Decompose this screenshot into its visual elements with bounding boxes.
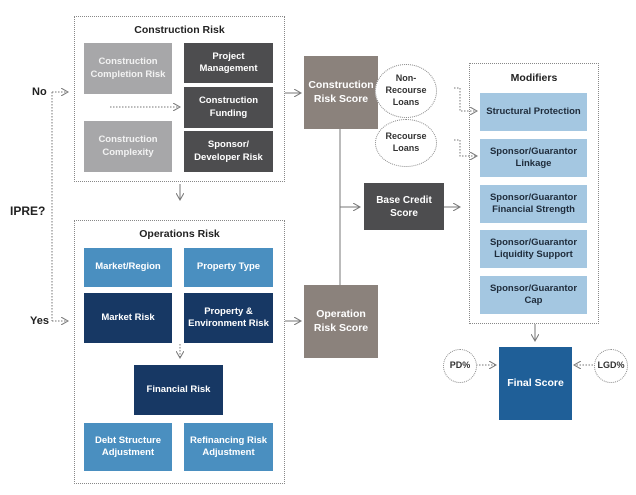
debt-structure-adjustment: Debt Structure Adjustment [84, 423, 172, 471]
market-region: Market/Region [84, 248, 172, 287]
construction-risk-title: Construction Risk [134, 24, 225, 36]
sponsor-developer-risk: Sponsor/ Developer Risk [184, 131, 273, 172]
operation-risk-score: Operation Risk Score [304, 285, 378, 358]
construction-risk-group: Construction Risk [74, 16, 285, 182]
pd-input: PD% [443, 349, 477, 383]
modifier-guarantor-financial-strength: Sponsor/Guarantor Financial Strength [480, 185, 587, 223]
base-credit-score: Base Credit Score [364, 183, 444, 230]
market-risk: Market Risk [84, 293, 172, 343]
operations-risk-group: Operations Risk [74, 220, 285, 484]
lgd-input: LGD% [594, 349, 628, 383]
financial-risk: Financial Risk [134, 365, 223, 415]
ipre-question: IPRE? [10, 204, 46, 218]
modifier-guarantor-cap: Sponsor/Guarantor Cap [480, 276, 587, 314]
property-type: Property Type [184, 248, 273, 287]
construction-funding: Construction Funding [184, 87, 273, 128]
final-score: Final Score [499, 347, 572, 420]
modifier-guarantor-linkage: Sponsor/Guarantor Linkage [480, 139, 587, 177]
modifier-structural-protection: Structural Protection [480, 93, 587, 131]
construction-complexity: Construction Complexity [84, 121, 172, 172]
operations-risk-title: Operations Risk [139, 228, 220, 240]
recourse-loans: Recourse Loans [375, 119, 437, 167]
no-label: No [32, 86, 47, 98]
modifiers-group: Modifiers [469, 63, 599, 324]
project-management: Project Management [184, 43, 273, 83]
non-recourse-loans: Non- Recourse Loans [375, 64, 437, 118]
construction-completion-risk: Construction Completion Risk [84, 43, 172, 94]
modifiers-title: Modifiers [510, 72, 558, 84]
construction-risk-score: Construction Risk Score [304, 56, 378, 129]
refinancing-risk-adjustment: Refinancing Risk Adjustment [184, 423, 273, 471]
property-environment-risk: Property & Environment Risk [184, 293, 273, 343]
yes-label: Yes [30, 315, 49, 327]
modifier-guarantor-liquidity-support: Sponsor/Guarantor Liquidity Support [480, 230, 587, 268]
